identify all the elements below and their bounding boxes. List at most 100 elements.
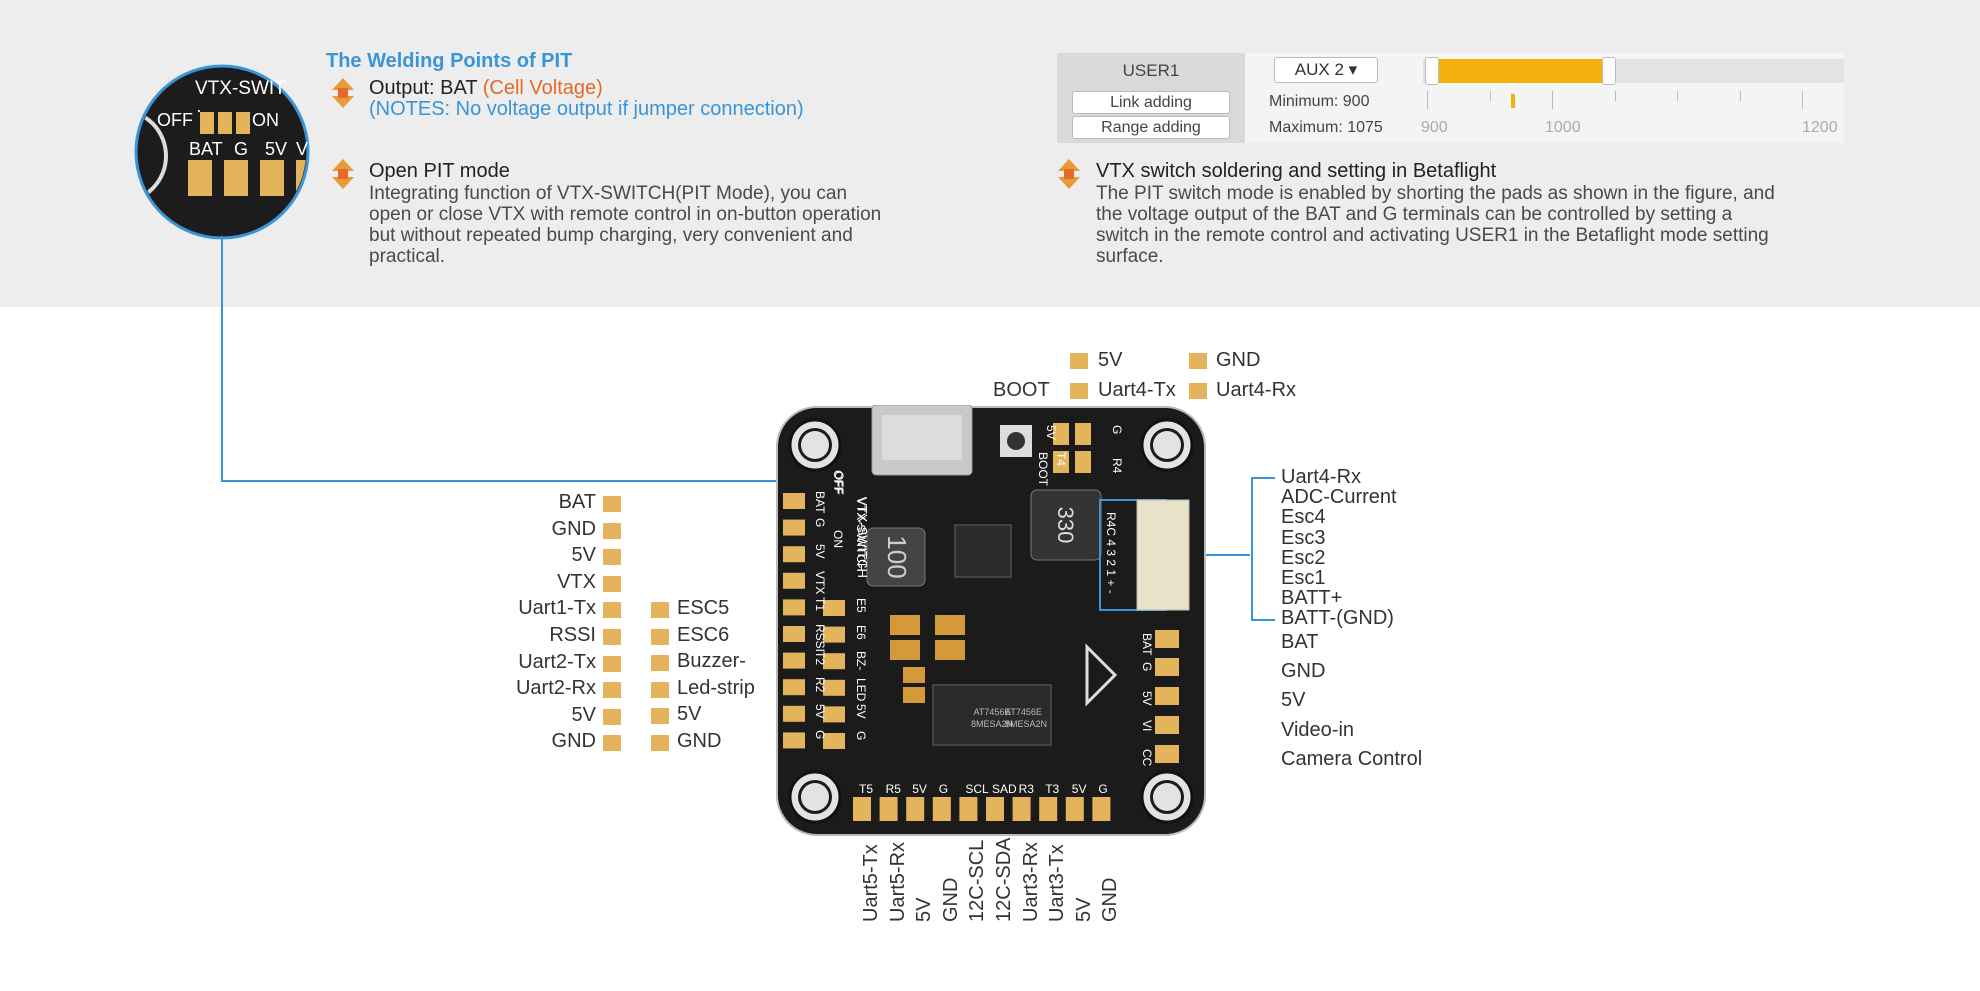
silk-label: SCL <box>965 782 989 796</box>
silk-label: 5V <box>813 544 827 559</box>
inset-pad-v: V <box>296 139 309 159</box>
pad-label: GND <box>551 730 596 753</box>
silk-label: LED <box>854 677 868 702</box>
pad-label: 5V <box>913 897 936 922</box>
inset-pad-5v: 5V <box>265 139 288 159</box>
pad-label: Uart3-Tx <box>1046 844 1069 922</box>
board-pad <box>783 493 805 509</box>
silk-esc: R4C 4 3 2 1 + - <box>1104 512 1118 594</box>
label-5v-top: 5V <box>1098 349 1123 371</box>
pad-label: Video-in <box>1281 718 1355 741</box>
solder-pad <box>603 708 621 725</box>
pad-label: 5V <box>571 703 596 726</box>
label-uart4-rx: Uart4-Rx <box>1216 379 1297 401</box>
silk-label: T3 <box>1045 782 1060 796</box>
info-band <box>0 0 1980 307</box>
svg-text:8MESA2N: 8MESA2N <box>971 719 1013 729</box>
solder-pad <box>603 522 621 539</box>
pad-label: RSSI <box>549 624 596 646</box>
scale-tick <box>1677 91 1678 101</box>
silk-label: T4 <box>1054 452 1068 467</box>
range-max-handle[interactable] <box>1602 57 1617 85</box>
pad-uart4-rx <box>1189 383 1207 399</box>
inset-on: ON <box>252 110 279 130</box>
pad-label: 5V <box>1072 897 1095 922</box>
max-label: Maximum: 1075 <box>1269 119 1383 136</box>
silk-label: VTX <box>813 570 827 595</box>
esc-pin-label: BATT-(GND) <box>1281 607 1394 630</box>
scale-tick <box>1427 91 1428 109</box>
board-pad <box>783 572 805 589</box>
svg-text:OFF: OFF <box>832 471 846 495</box>
pad-label: Uart1-Tx <box>518 597 596 620</box>
silk-label: 5V <box>912 782 927 796</box>
min-label: Minimum: 900 <box>1269 93 1370 110</box>
svg-text:AT7456E: AT7456E <box>974 707 1011 717</box>
inset-title: VTX-SWIT <box>195 78 286 99</box>
current-value-indicator <box>1510 94 1515 108</box>
board-pad <box>783 599 805 616</box>
pit-mode-title: Open PIT mode <box>369 160 510 182</box>
esc-pin-label: Esc3 <box>1281 526 1326 549</box>
vtx-desc: The PIT switch mode is enabled by shorti… <box>1096 183 1775 267</box>
inset-pad-bat: BAT <box>189 139 223 159</box>
pit-notes: (NOTES: No voltage output if jumper conn… <box>369 98 804 120</box>
pad-label: Uart5-Tx <box>860 844 882 922</box>
board-pad <box>823 679 845 696</box>
silk-label: RSSI <box>813 624 827 653</box>
pad-label: 5V <box>571 544 596 567</box>
board-pad <box>823 733 845 749</box>
board-pad <box>959 797 978 821</box>
esc-pin-label: ADC-Current <box>1281 486 1397 509</box>
silk-off: OFF <box>831 470 845 494</box>
solder-pad <box>603 496 621 512</box>
silk-label: BOOT <box>1036 452 1050 487</box>
warning-icon <box>332 159 354 189</box>
label-gnd-top: GND <box>1216 349 1261 371</box>
silk-chip2: 8MESA2N <box>1005 719 1048 729</box>
esc-pin-label: Esc1 <box>1281 567 1326 589</box>
scale-label-1200: 1200 <box>1802 119 1838 136</box>
range-adding-button[interactable]: Range adding <box>1072 116 1230 139</box>
board-pad <box>1065 797 1084 821</box>
pad-label: BAT <box>558 491 596 513</box>
silk-label: G <box>938 782 949 796</box>
solder-pad <box>603 575 621 592</box>
link-adding-button[interactable]: Link adding <box>1072 91 1230 114</box>
pad-label: GND <box>1099 877 1122 922</box>
inset-pad-g: G <box>234 139 249 159</box>
solder-pad <box>603 629 621 645</box>
board-pad <box>879 797 898 821</box>
scale-tick <box>1489 91 1491 101</box>
pad-label: ESC5 <box>677 597 730 619</box>
vtx-title: VTX switch soldering and setting in Beta… <box>1096 160 1497 182</box>
silk-label: E6 <box>854 624 868 640</box>
board-pad <box>1039 797 1058 821</box>
silk-label: 5V <box>854 704 868 720</box>
scale-tick <box>1614 91 1616 101</box>
esc-pin-label: Uart4-Rx <box>1281 466 1362 488</box>
pad-label: Camera Control <box>1281 747 1423 770</box>
silk-label: 5V <box>1140 691 1154 706</box>
betaflight-mode-panel: USER1 Link adding Range adding AUX 2 ▾ M… <box>1057 53 1844 143</box>
aux-select[interactable]: AUX 2 ▾ <box>1274 57 1378 83</box>
pad-label: GND <box>939 877 962 922</box>
board-pad <box>823 653 845 670</box>
pad-label: 5V <box>1281 689 1306 712</box>
pad-label: ESC6 <box>677 623 730 646</box>
range-min-handle[interactable] <box>1425 57 1439 85</box>
pit-output-line: Output: BAT (Cell Voltage) <box>369 77 603 99</box>
silk-label: R4 <box>1110 458 1124 474</box>
silk-label: SAD <box>992 782 1017 796</box>
scale-label-1000: 1000 <box>1545 119 1581 136</box>
chevron-down-icon: ▾ <box>1348 60 1358 79</box>
pad-label: Uart3-Rx <box>1019 841 1042 922</box>
esc-pin-label: Esc2 <box>1281 546 1326 569</box>
svg-text:330: 330 <box>1053 507 1078 544</box>
board-pad <box>986 797 1004 821</box>
pad-label: 12C-SCL <box>966 839 989 922</box>
solder-pad <box>603 602 621 619</box>
board-pad <box>823 706 845 723</box>
silk-chip: AT7456E <box>1005 707 1042 717</box>
scale-label-900: 900 <box>1421 119 1448 136</box>
